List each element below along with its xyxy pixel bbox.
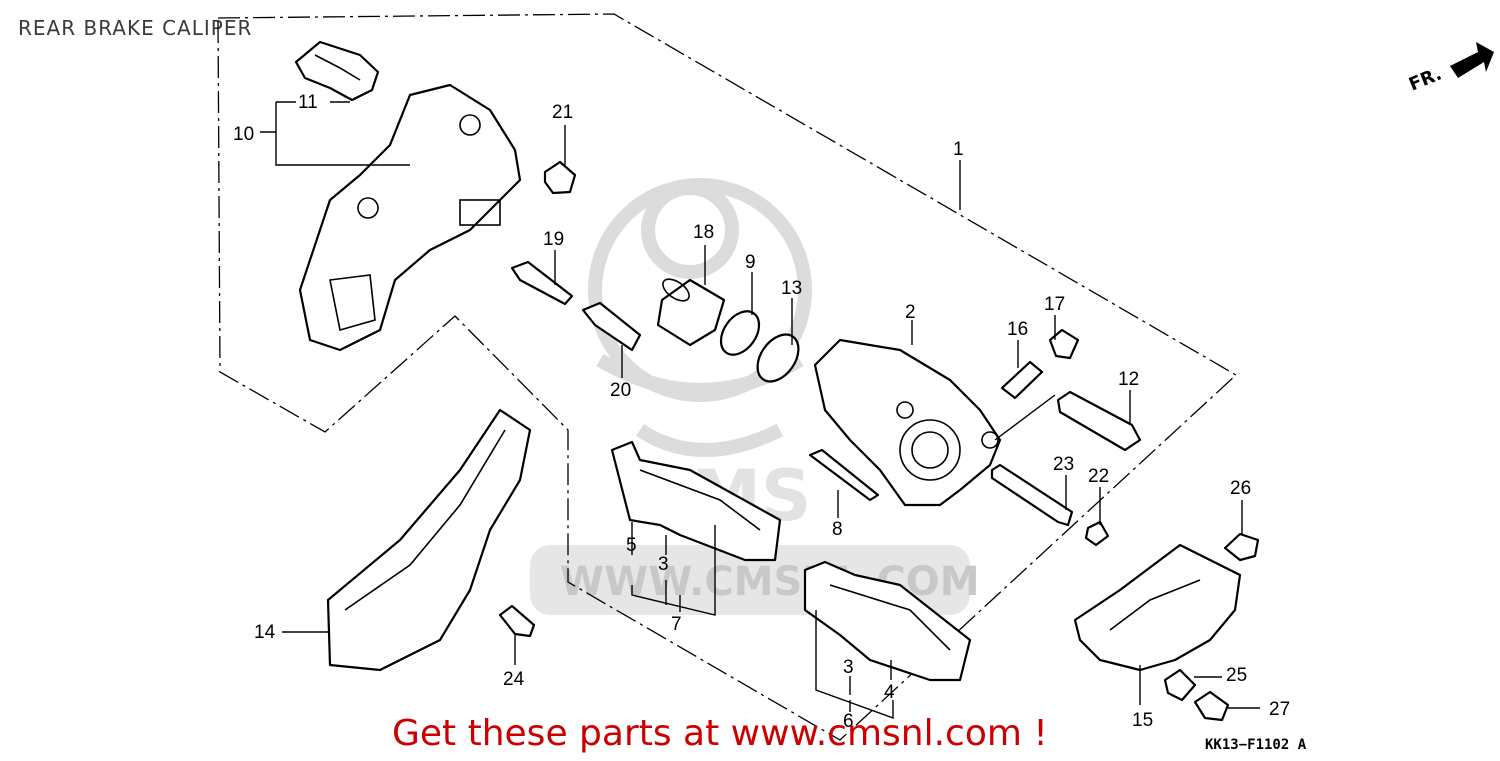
callout-1: 1: [953, 139, 964, 160]
leader-lines: [260, 101, 1260, 719]
pin-bolt-20: [581, 301, 642, 352]
callout-3-upper: 3: [658, 554, 669, 575]
page-title: REAR BRAKE CALIPER: [18, 16, 253, 40]
brake-pad-upper: [610, 440, 782, 562]
callout-25: 25: [1226, 665, 1247, 686]
callout-6: 6: [843, 711, 854, 732]
forward-arrow-icon: [1450, 42, 1494, 78]
callout-8: 8: [832, 519, 843, 540]
pin-bolt-19: [510, 260, 574, 306]
bleeder-valve: [1000, 360, 1044, 400]
callout-labels: 1 2 3 3 4 5 6 7 8 9 10 11 12 13 14 15 16…: [233, 92, 1290, 732]
callout-12: 12: [1118, 369, 1139, 390]
assembly-boundary: [217, 13, 1238, 741]
callout-16: 16: [1007, 319, 1028, 340]
plug-22: [1084, 520, 1110, 547]
collar-25: [1163, 668, 1197, 702]
callout-19: 19: [543, 229, 564, 250]
callout-11: 11: [298, 92, 318, 113]
bolt-26: [1223, 532, 1260, 562]
dust-seal: [756, 333, 800, 383]
pad-retainer: [808, 448, 880, 502]
callout-10: 10: [233, 124, 254, 145]
bleed-cap: [543, 160, 577, 195]
callout-26: 26: [1230, 478, 1251, 499]
caliper-guard: [1073, 543, 1242, 672]
bleeder-cap: [1048, 328, 1080, 360]
caliper-bracket: [298, 83, 522, 352]
brake-pad-lower: [803, 560, 972, 682]
diagram-code: KK13−F1102 A: [1205, 737, 1307, 753]
piston: [656, 278, 726, 347]
callout-5: 5: [626, 535, 637, 556]
callout-4: 4: [884, 682, 895, 703]
callout-9: 9: [745, 252, 756, 273]
callout-23: 23: [1053, 454, 1074, 475]
piston-seal: [719, 310, 761, 356]
callout-27: 27: [1269, 699, 1290, 720]
bolt-27: [1193, 690, 1230, 722]
callout-13: 13: [781, 278, 802, 299]
callout-17: 17: [1044, 294, 1065, 315]
caliper-body: [813, 338, 1002, 507]
pad-spring: [294, 40, 380, 102]
callout-24: 24: [503, 669, 525, 690]
pad-pin-23: [990, 463, 1074, 527]
callout-21: 21: [552, 102, 573, 123]
bolt-24: [498, 604, 536, 638]
callout-15: 15: [1132, 710, 1153, 731]
callout-3-lower: 3: [843, 657, 854, 678]
callout-20: 20: [610, 380, 631, 401]
callout-2: 2: [905, 302, 916, 323]
promo-link[interactable]: Get these parts at www.cmsnl.com !: [392, 713, 1048, 754]
pin-bolt-12: [1056, 390, 1142, 452]
disc-cover: [326, 408, 532, 672]
callout-22: 22: [1088, 466, 1109, 487]
callout-7: 7: [671, 614, 682, 635]
callout-18: 18: [693, 222, 714, 243]
callout-14: 14: [254, 622, 276, 643]
